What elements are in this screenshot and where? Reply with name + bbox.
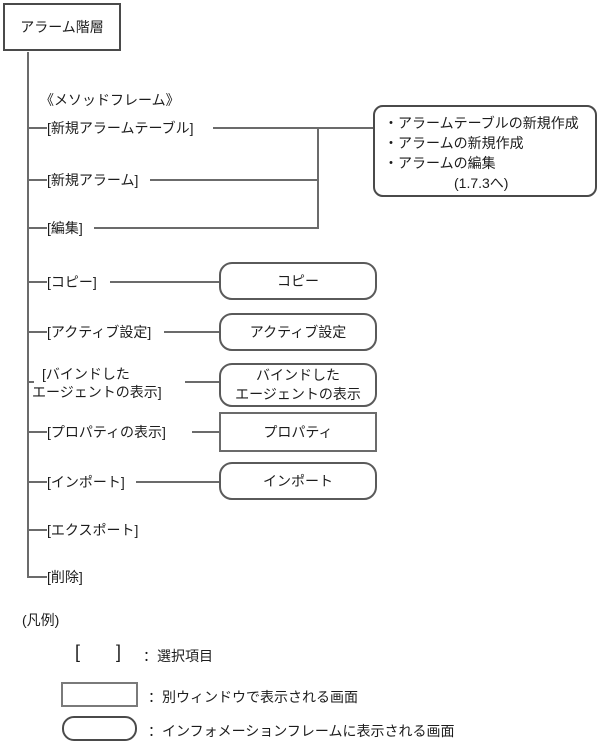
- tick-import: [28, 481, 47, 483]
- tick-new-alarm-table: [28, 127, 47, 129]
- legend-window-box-sample: [61, 682, 138, 707]
- screen-properties-box: プロパティ: [219, 412, 377, 452]
- branch-edit: [編集]: [47, 220, 83, 236]
- tick-show-properties: [28, 431, 47, 433]
- screen-bound-agents-line1: バインドした: [256, 367, 340, 383]
- info-frame-line: ・アラームテーブルの新規作成: [384, 115, 579, 131]
- tick-new-alarm: [28, 179, 47, 181]
- tick-delete: [28, 576, 47, 578]
- join-line-top-branches: [317, 127, 319, 229]
- screen-active-set-box: アクティブ設定: [219, 313, 377, 351]
- branch-delete: [削除]: [47, 569, 83, 585]
- connector-import: [136, 481, 219, 483]
- branch-bound-agents-line1: [バインドした: [42, 366, 130, 382]
- tick-active-set: [28, 331, 47, 333]
- screen-properties-label: プロパティ: [263, 424, 333, 440]
- screen-import-box: インポート: [219, 462, 377, 500]
- root-node-label: アラーム階層: [20, 19, 104, 35]
- screen-copy-box: コピー: [219, 262, 377, 300]
- branch-bound-agents: [バインドした エージェントの表示]: [32, 365, 162, 401]
- info-frame-note: (1.7.3へ): [454, 175, 509, 191]
- info-frame-line: ・アラームの新規作成: [384, 135, 524, 151]
- legend-selection-label: ：選択項目: [143, 648, 213, 664]
- connector-active-set: [164, 331, 219, 333]
- branch-active-set: [アクティブ設定]: [47, 324, 152, 340]
- connector-copy: [110, 281, 219, 283]
- legend-bracket-close: ]: [116, 642, 122, 662]
- tick-copy: [28, 281, 47, 283]
- branch-new-alarm-table: [新規アラームテーブル]: [47, 120, 194, 136]
- tick-edit: [28, 227, 47, 229]
- branch-show-properties: [プロパティの表示]: [47, 424, 166, 440]
- legend-window-label: ：別ウィンドウで表示される画面: [148, 689, 358, 705]
- connector-edit: [94, 227, 319, 229]
- info-frame-box: ・アラームテーブルの新規作成 ・アラームの新規作成 ・アラームの編集 (1.7.…: [373, 105, 597, 197]
- branch-export: [エクスポート]: [47, 522, 139, 538]
- branch-new-alarm: [新規アラーム]: [47, 172, 139, 188]
- connector-new-alarm: [150, 179, 319, 181]
- screen-bound-agents-line2: エージェントの表示: [235, 386, 361, 402]
- root-node-box: アラーム階層: [3, 3, 121, 51]
- method-frame-label: 《メソッドフレーム》: [40, 92, 180, 108]
- legend-bracket-open: [: [75, 642, 81, 662]
- screen-active-set-label: アクティブ設定: [249, 323, 347, 340]
- legend-info-frame-label: ：インフォメーションフレームに表示される画面: [148, 723, 455, 739]
- info-frame-line: ・アラームの編集: [384, 155, 496, 171]
- legend-info-frame-box-sample: [62, 716, 137, 741]
- connector-new-alarm-table: [213, 127, 373, 129]
- screen-import-label: インポート: [263, 472, 333, 489]
- branch-bound-agents-line2: エージェントの表示]: [32, 384, 162, 400]
- legend-title: (凡例): [22, 612, 60, 628]
- branch-copy: [コピー]: [47, 274, 97, 290]
- screen-bound-agents-box: バインドした エージェントの表示: [219, 363, 377, 407]
- trunk-line: [27, 52, 29, 578]
- tick-export: [28, 529, 47, 531]
- tick-bound-agents: [28, 381, 34, 383]
- screen-copy-label: コピー: [277, 272, 319, 289]
- branch-import: [インポート]: [47, 474, 125, 490]
- connector-bound-agents: [185, 381, 219, 383]
- connector-show-properties: [192, 431, 219, 433]
